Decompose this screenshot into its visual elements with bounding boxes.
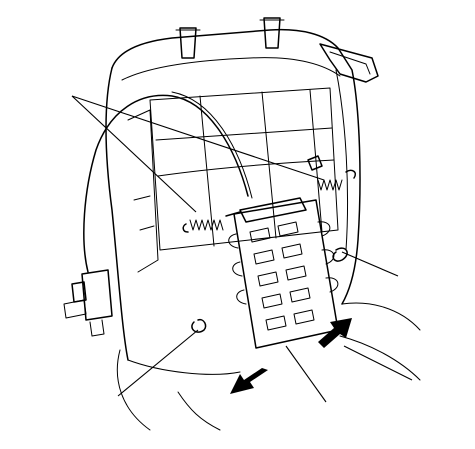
cable-harness bbox=[63, 91, 253, 337]
leader-line-hook-left bbox=[117, 329, 199, 397]
adjuster-arrow-right bbox=[318, 318, 352, 348]
adjuster-arrow-left bbox=[230, 368, 268, 394]
lumbar-plate bbox=[228, 197, 339, 349]
frame-hook-left bbox=[191, 318, 207, 333]
seat-back-shell bbox=[105, 17, 379, 361]
double-leader-line bbox=[71, 95, 325, 213]
leader-line-plate bbox=[285, 345, 327, 403]
seat-back-frame bbox=[127, 87, 339, 273]
spring-right bbox=[307, 155, 357, 191]
seat-cushion bbox=[116, 302, 421, 431]
frame-hook-right bbox=[332, 247, 348, 262]
leader-line-hook-right bbox=[341, 251, 399, 277]
leader-line-cushion bbox=[343, 345, 413, 381]
